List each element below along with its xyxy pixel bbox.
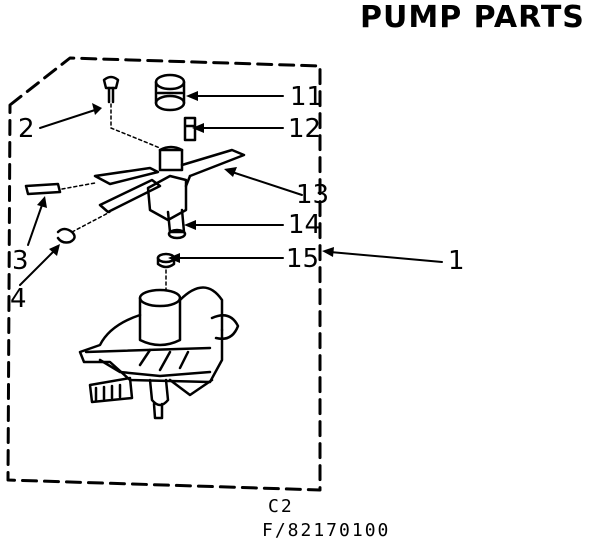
diagram-title: PUMP PARTS <box>360 0 585 35</box>
arrowheads <box>37 91 334 263</box>
fitting-part <box>183 116 197 142</box>
callout-4: 4 <box>10 284 27 314</box>
pad-part <box>24 182 62 196</box>
callout-1: 1 <box>448 246 465 276</box>
clip-part <box>56 227 76 244</box>
section-code: C2 <box>268 496 294 517</box>
pulley-part <box>154 73 186 112</box>
callout-12: 12 <box>288 114 322 144</box>
pump-body <box>78 286 240 420</box>
callout-13: 13 <box>296 180 330 210</box>
clip-guide-line <box>71 211 111 233</box>
assembly-boundary <box>6 56 322 492</box>
figure-code: F/82170100 <box>262 520 391 541</box>
callout-11: 11 <box>290 82 324 112</box>
washer-part <box>156 252 176 269</box>
leader-lines <box>19 95 443 286</box>
pump-top-assembly <box>93 145 246 240</box>
pad-guide-line <box>61 182 96 190</box>
callout-15: 15 <box>286 244 320 274</box>
callout-14: 14 <box>288 210 322 240</box>
screw-part <box>102 75 120 104</box>
callout-3: 3 <box>12 246 29 276</box>
callout-2: 2 <box>18 114 35 144</box>
screw-guide-line <box>110 103 161 149</box>
